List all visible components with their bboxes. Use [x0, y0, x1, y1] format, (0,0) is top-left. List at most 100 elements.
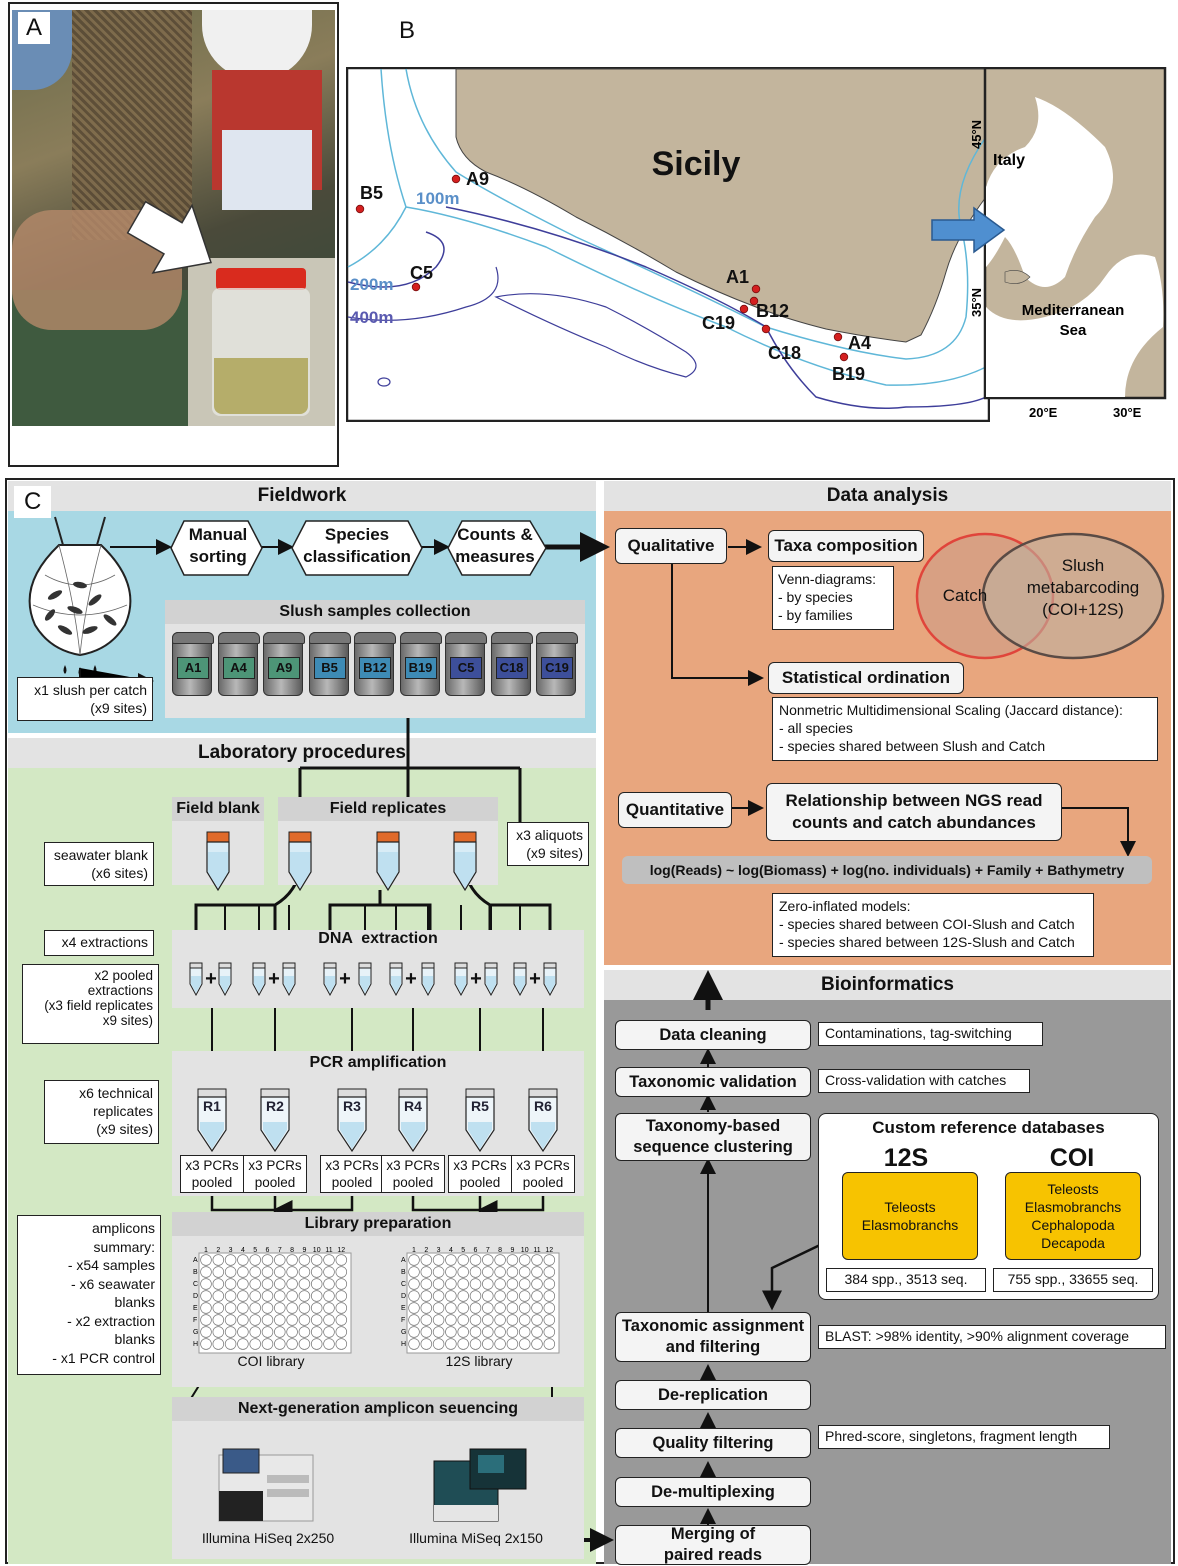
site-label-c19: C19: [702, 313, 735, 333]
slush-jar-c5: C5: [445, 632, 487, 696]
svg-text:3: 3: [437, 1247, 441, 1254]
svg-text:3: 3: [229, 1247, 233, 1254]
formula-box: log(Reads) ~ log(Biomass) + log(no. indi…: [622, 856, 1152, 884]
pcr-replicate-label: R2: [266, 1098, 284, 1114]
lon-30e: 30°E: [1113, 405, 1142, 420]
seawater-note: seawater blank (x6 sites): [44, 842, 154, 886]
plus-sign: +: [470, 968, 482, 990]
svg-text:12: 12: [545, 1247, 553, 1254]
svg-text:5: 5: [253, 1247, 257, 1254]
slush-jar-label: A4: [222, 657, 255, 679]
pcr-replicate-label: R4: [404, 1098, 422, 1114]
site-label-b12: B12: [756, 301, 789, 321]
site-label-b19: B19: [832, 364, 865, 384]
svg-text:10: 10: [313, 1247, 321, 1254]
pcr-tube-r2: R2: [258, 1088, 292, 1153]
db-coi-count: 755 spp., 33655 seq.: [993, 1268, 1153, 1292]
validation-note: Cross-validation with catches: [818, 1069, 1030, 1093]
slush-jar-label: B5: [313, 657, 346, 679]
svg-text:E: E: [401, 1305, 406, 1312]
slush-jar-label: C5: [450, 657, 482, 679]
pcr-tube-r4: R4: [396, 1088, 430, 1153]
extraction-tube-icon: [513, 962, 527, 997]
svg-text:9: 9: [302, 1247, 306, 1254]
svg-text:4: 4: [241, 1247, 245, 1254]
slush-note: x1 slush per catch (x9 sites): [17, 677, 153, 721]
slush-jar-a1: A1: [172, 632, 214, 696]
svg-text:A: A: [401, 1257, 406, 1264]
pcr-tube-r1: R1: [195, 1088, 229, 1153]
step-manual-sorting: Manual sorting: [188, 525, 248, 566]
plus-sign: +: [268, 968, 280, 990]
relationship-box: Relationship between NGS read counts and…: [766, 783, 1062, 841]
svg-text:1: 1: [412, 1247, 416, 1254]
slush-jar-a9: A9: [263, 632, 305, 696]
slush-jar-label: B12: [359, 657, 391, 679]
bioinf-step-taxonomic-validation: Taxonomic validation: [615, 1067, 811, 1097]
bioinf-step-sequence-clustering: Taxonomy-based sequence clustering: [615, 1113, 811, 1161]
site-label-c18: C18: [768, 343, 801, 363]
bioinf-step-de-multiplexing: De-multiplexing: [615, 1477, 811, 1507]
site-b5: [355, 204, 365, 214]
site-a1: [751, 284, 761, 294]
pcr-replicate-label: R3: [343, 1098, 361, 1114]
svg-text:4: 4: [449, 1247, 453, 1254]
s12-library-label: 12S library: [445, 1353, 513, 1369]
svg-text:H: H: [193, 1341, 198, 1348]
library-title: Library preparation: [172, 1212, 584, 1236]
slush-jar-label: C19: [541, 657, 573, 679]
pcr-pooled-box: x3 PCRs pooled: [180, 1155, 244, 1193]
svg-text:1: 1: [204, 1247, 208, 1254]
bioinf-header: Bioinformatics: [604, 970, 1171, 1000]
zero-inflated-note: Zero-inflated models: - species shared b…: [772, 893, 1094, 957]
panel-label-c: C: [14, 486, 52, 518]
taxa-composition-box: Taxa composition: [768, 530, 924, 562]
pcr-pooled-box: x3 PCRs pooled: [243, 1155, 307, 1193]
quality-note: Phred-score, singletons, fragment length: [818, 1425, 1110, 1449]
bioinf-step-taxonomic-assignment: Taxonomic assignment and filtering: [615, 1312, 811, 1362]
venn-slush-label: Slush metabarcoding (COI+12S): [1026, 556, 1140, 619]
pcr-replicate-label: R5: [471, 1098, 489, 1114]
inset-label-sea-2: Sea: [1060, 322, 1087, 339]
site-label-a4: A4: [848, 333, 871, 353]
slush-collection-title: Slush samples collection: [165, 600, 585, 624]
db-12s-label: 12S: [883, 1144, 929, 1172]
fieldwork-header: Fieldwork: [8, 481, 596, 511]
jar-row: A1 A4 A9 B5 B12 B19 C5 C18 C19: [172, 632, 582, 698]
lon-20e: 20°E: [1029, 405, 1058, 420]
ordination-box: Statistical ordination: [768, 662, 964, 694]
slush-jar-label: C18: [495, 657, 528, 679]
field-photo: [12, 10, 335, 426]
step-counts-measures: Counts & measures: [455, 525, 535, 566]
miseq-label: Illumina MiSeq 2x150: [409, 1530, 543, 1546]
contour-400m: 400m: [350, 308, 393, 327]
extraction-tube-icon: [389, 962, 403, 997]
site-a9: [451, 174, 461, 184]
svg-text:12: 12: [337, 1247, 345, 1254]
slush-jar-b19: B19: [399, 632, 442, 696]
site-label-b5: B5: [360, 183, 383, 203]
db-coi-taxa: Teleosts Elasmobranchs Cephalopoda Decap…: [1005, 1172, 1141, 1260]
svg-text:5: 5: [461, 1247, 465, 1254]
site-c19: [739, 304, 749, 314]
svg-text:6: 6: [266, 1247, 270, 1254]
quantitative-box: Quantitative: [618, 792, 732, 828]
fieldwork-steps: [170, 520, 547, 576]
bioinf-step-de-replication: De-replication: [615, 1380, 811, 1410]
pcr-pooled-box: x3 PCRs pooled: [511, 1155, 575, 1193]
pcr-tube-r5: R5: [463, 1088, 497, 1153]
pcr-replicate-label: R1: [203, 1098, 221, 1114]
qualitative-box: Qualitative: [615, 528, 727, 564]
lab-header: Laboratory procedures: [8, 738, 596, 768]
map-label-sicily: Sicily: [652, 145, 741, 183]
svg-text:F: F: [193, 1317, 197, 1324]
slush-jar-label: A9: [268, 657, 300, 679]
svg-text:2: 2: [216, 1247, 220, 1254]
pooled-extractions-note: x2 pooled extractions (x3 field replicat…: [22, 964, 159, 1044]
plus-sign: +: [205, 968, 217, 990]
contour-100m: 100m: [416, 189, 459, 208]
panel-a: A: [8, 2, 339, 467]
pcr-tube-r3: R3: [335, 1088, 369, 1153]
contour-200m: 200m: [350, 275, 393, 294]
svg-text:E: E: [193, 1305, 198, 1312]
